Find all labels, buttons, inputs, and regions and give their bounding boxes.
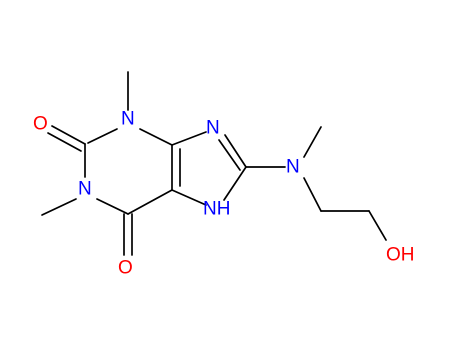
bond-c6-n1	[96, 198, 129, 215]
nitrogen-label-n3: N	[121, 109, 135, 130]
nitrogen-label-imine: N	[206, 118, 220, 139]
bond-n-c8-b	[218, 139, 241, 171]
bond-c4-n-imine	[171, 131, 207, 146]
bond-n-amine-methyl	[303, 126, 322, 158]
bond-c8-nh	[223, 166, 247, 201]
oxygen-label-top: O	[33, 114, 48, 135]
oxygen-label-bottom: O	[118, 258, 133, 279]
nitrogen-label-n1: N	[78, 179, 92, 200]
bond-n-amine-ch2	[303, 177, 322, 212]
bonds	[41, 71, 387, 256]
hydroxyl-label: OH	[386, 245, 415, 266]
bond-c5-c6	[127, 189, 173, 215]
bond-c2-n3	[87, 128, 118, 144]
bond-n3-c4	[139, 128, 173, 146]
bond-c2-o-b	[47, 132, 82, 152]
bond-c2-o-a	[51, 125, 86, 145]
bond-ch2-oh	[368, 210, 387, 241]
nitrogen-label-amine: N	[286, 157, 300, 178]
bond-n1-methyl	[41, 198, 77, 216]
nh-label: NH	[203, 199, 230, 220]
atom-labels: O N N N N NH O OH	[33, 109, 415, 279]
bond-n-c8-a	[224, 134, 247, 168]
bond-nh-c5	[171, 189, 207, 206]
